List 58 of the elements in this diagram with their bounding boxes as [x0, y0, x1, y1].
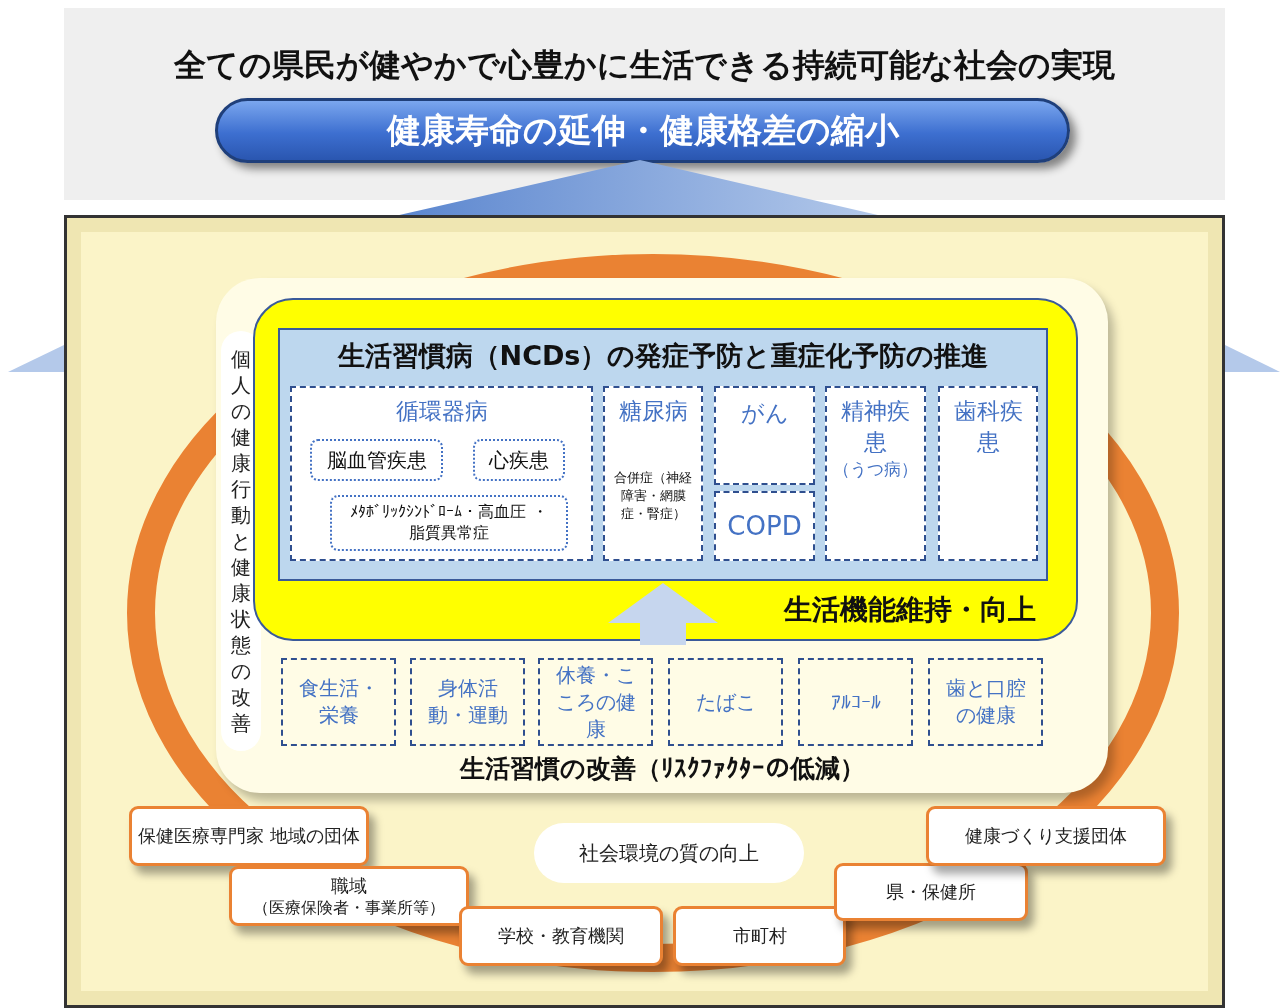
box-label: 生活習慣の改善（ﾘｽｸﾌｧｸﾀｰの低減）	[458, 753, 866, 785]
organization-box	[459, 906, 663, 966]
box-label: COPD	[727, 511, 802, 541]
disease-tag	[330, 495, 568, 551]
ncds-box	[278, 328, 1048, 581]
lifestyle-box	[538, 658, 653, 746]
box-label: 休養・こころの健康	[554, 661, 637, 743]
box-label: 社会環境の質の向上	[579, 839, 759, 867]
lifestyle-box	[281, 658, 396, 746]
block-arrow	[608, 583, 718, 645]
box-note: （医療保険者・事業所等）	[253, 897, 445, 919]
box-label: 県・保健所	[886, 880, 976, 904]
box-label: 学校・教育機関	[498, 924, 624, 948]
box-label: 健康寿命の延伸・健康格差の縮小	[386, 108, 899, 152]
box-label: 心疾患	[489, 446, 549, 474]
box-label: 歯科疾患	[952, 397, 1024, 457]
box-label: 脳血管疾患	[326, 446, 427, 474]
organization-box	[926, 806, 1166, 866]
box-label: 健康づくり支援団体	[965, 824, 1127, 848]
box-note: 合併症（神経障害・網膜症・腎症）	[613, 469, 693, 523]
organization-box	[834, 863, 1028, 921]
organization-box	[129, 806, 369, 866]
box-label: 循環器病	[394, 397, 489, 426]
box-note: （うつ病）	[832, 458, 919, 481]
lifestyle-box	[928, 658, 1043, 746]
disease-box	[714, 386, 815, 485]
box-label: 市町村	[732, 924, 787, 948]
box-label: 個人の健康行動と健康状態の改善	[230, 346, 252, 736]
organization-box	[229, 866, 469, 926]
disease-box	[603, 386, 703, 561]
outer-frame	[64, 215, 1225, 1008]
environment-pill	[534, 823, 804, 883]
box-label: 糖尿病	[617, 397, 689, 426]
box-label: 生活機能維持・向上	[784, 592, 1036, 628]
box-label: 職域	[331, 873, 367, 898]
disease-tag	[473, 439, 565, 481]
function-box	[253, 298, 1078, 641]
title: 全ての県民が健やかで心豊かに生活できる持続可能な社会の実現	[173, 45, 1116, 86]
box-label: ｱﾙｺｰﾙ	[829, 690, 882, 714]
lifestyle-box	[668, 658, 783, 746]
box-label: 精神疾患	[840, 397, 911, 457]
disease-box	[290, 386, 593, 561]
organization-box	[673, 906, 846, 966]
box-label: 身体活動・運動	[426, 675, 509, 729]
box-label: 保健医療専門家 地域の団体	[138, 824, 360, 848]
box-label: 食生活・栄養	[297, 675, 380, 729]
disease-box	[825, 386, 926, 561]
lifestyle-box	[798, 658, 913, 746]
box-label: ﾒﾀﾎﾞﾘｯｸｼﾝﾄﾞﾛｰﾑ・高血圧 ・脂質異常症	[349, 502, 549, 544]
box-label: がん	[739, 399, 790, 428]
lifestyle-box	[410, 658, 525, 746]
disease-box	[938, 386, 1038, 561]
box-label: たばこ	[694, 688, 757, 716]
inner-panel	[216, 278, 1108, 793]
disease-tag	[310, 439, 443, 481]
box-label: 歯と口腔の健康	[944, 675, 1027, 729]
box-label: 生活習慣病（NCDs）の発症予防と重症化予防の推進	[336, 339, 990, 373]
disease-box	[714, 491, 815, 561]
